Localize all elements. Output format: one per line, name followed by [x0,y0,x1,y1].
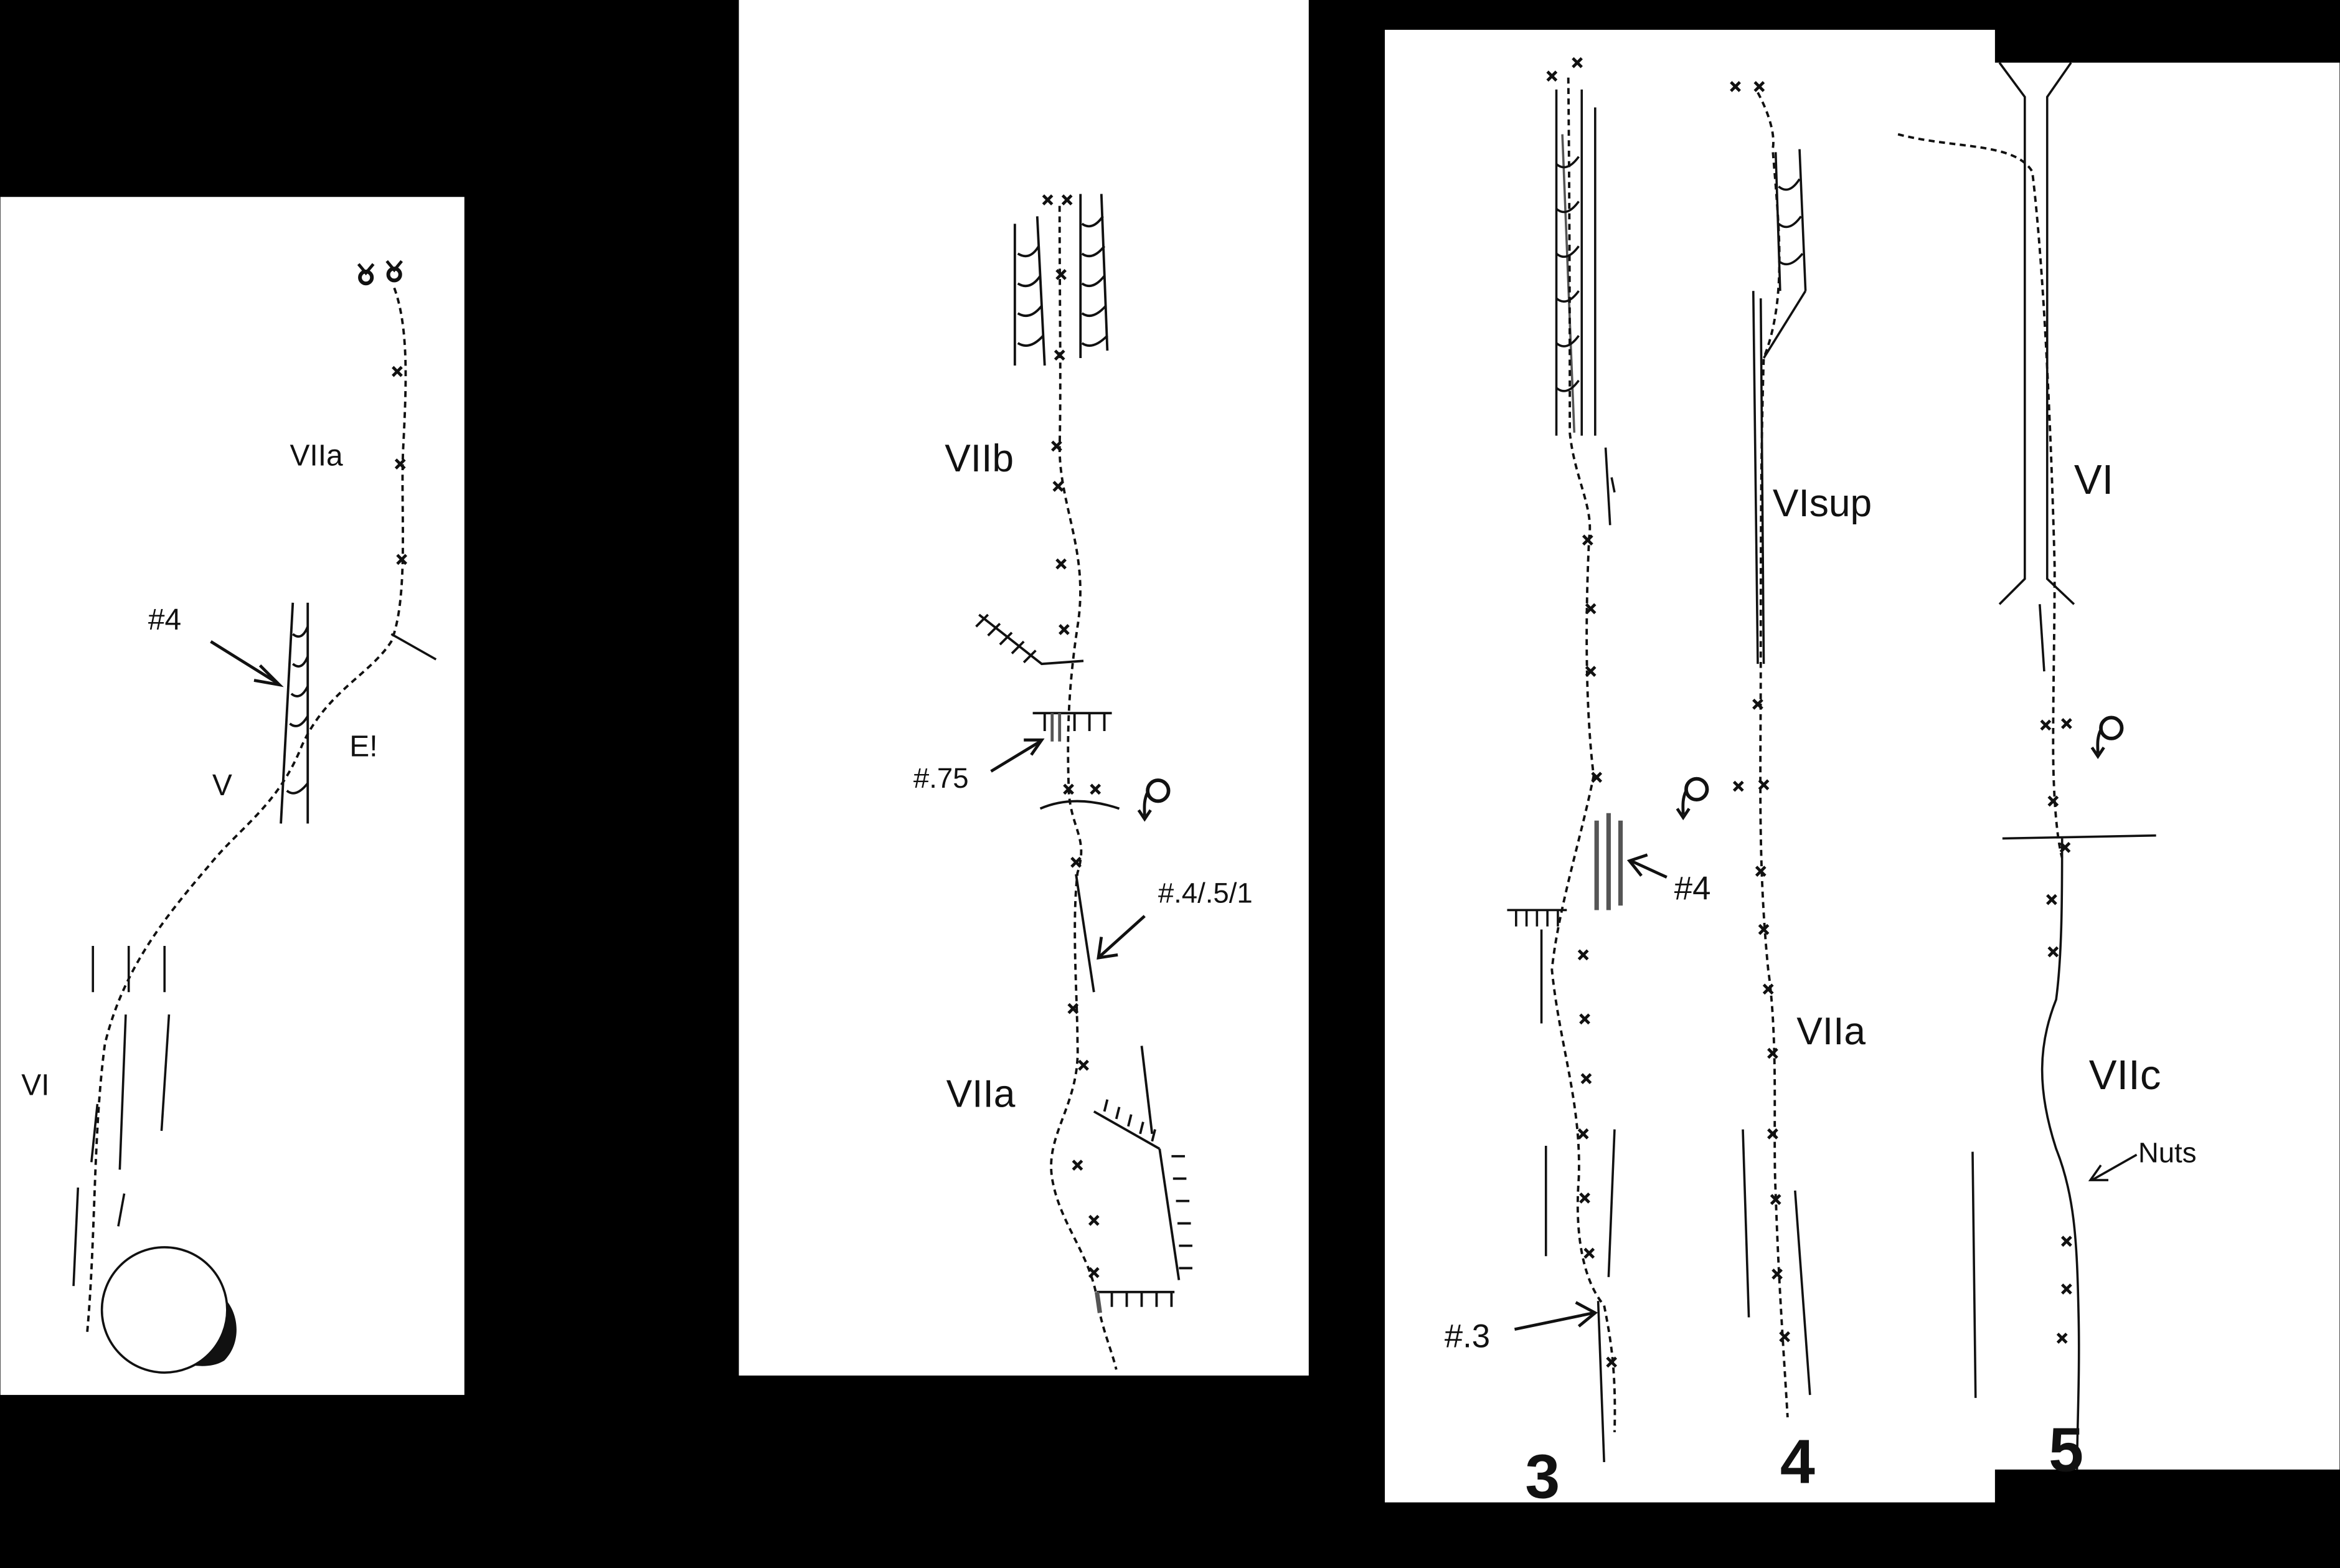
grade-label: VIIb [945,437,1014,480]
route-number: 5 [2049,1415,2083,1485]
route-number: 3 [1525,1442,1560,1511]
crack-feature [280,602,309,824]
panel-right-background [1384,29,2340,1503]
grade-label: VI [21,1069,49,1102]
route-4: VIsup VIIa 4 [1731,82,1872,1496]
grade-label: VIIa [946,1073,1016,1116]
gear-label: Nuts [2138,1136,2197,1168]
grade-label: VIIa [1796,1010,1866,1053]
grade-label: VI [2074,456,2113,503]
route-line [1050,205,1118,1370]
route-number: 4 [1780,1427,1815,1496]
panel-middle: VIIb #.75 #.4/.5/1 VIIa [738,0,1309,1376]
route-line [85,287,407,1336]
ledge-mark [390,633,437,661]
gear-label: #4 [1674,871,1711,907]
note-label: E! [349,730,377,763]
gear-label: #.3 [1445,1318,1490,1354]
route-5: VI VIIc Nuts 5 [1897,62,2197,1485]
panel-middle-background [738,0,1309,1376]
route-3: #4 #.3 3 [1445,58,1711,1511]
gear-label: #.75 [913,762,969,794]
grade-label: VIsup [1773,482,1872,525]
panel-right: #4 #.3 3 [1384,29,2340,1511]
gear-label: #.4/.5/1 [1158,877,1253,909]
roof-symbols [975,613,1192,1313]
pointer-arrow-gear [2088,1153,2138,1181]
grade-label: V [212,769,232,802]
pointer-arrow-gear [1514,853,1668,1331]
boulder [100,1246,237,1374]
belay-anchor-top [357,260,403,286]
pointer-arrow-gear [990,738,1146,960]
grade-label: VIIa [290,439,343,472]
panel-left: VIIa #4 E! V VI [0,197,465,1396]
panel-left-background [0,197,465,1396]
pointer-arrow-gear [210,640,284,687]
grade-label: VIIc [2089,1052,2161,1098]
gear-label: #4 [148,603,181,636]
crack-feature-top [1013,194,1109,366]
crack-lines-lower [72,945,171,1287]
